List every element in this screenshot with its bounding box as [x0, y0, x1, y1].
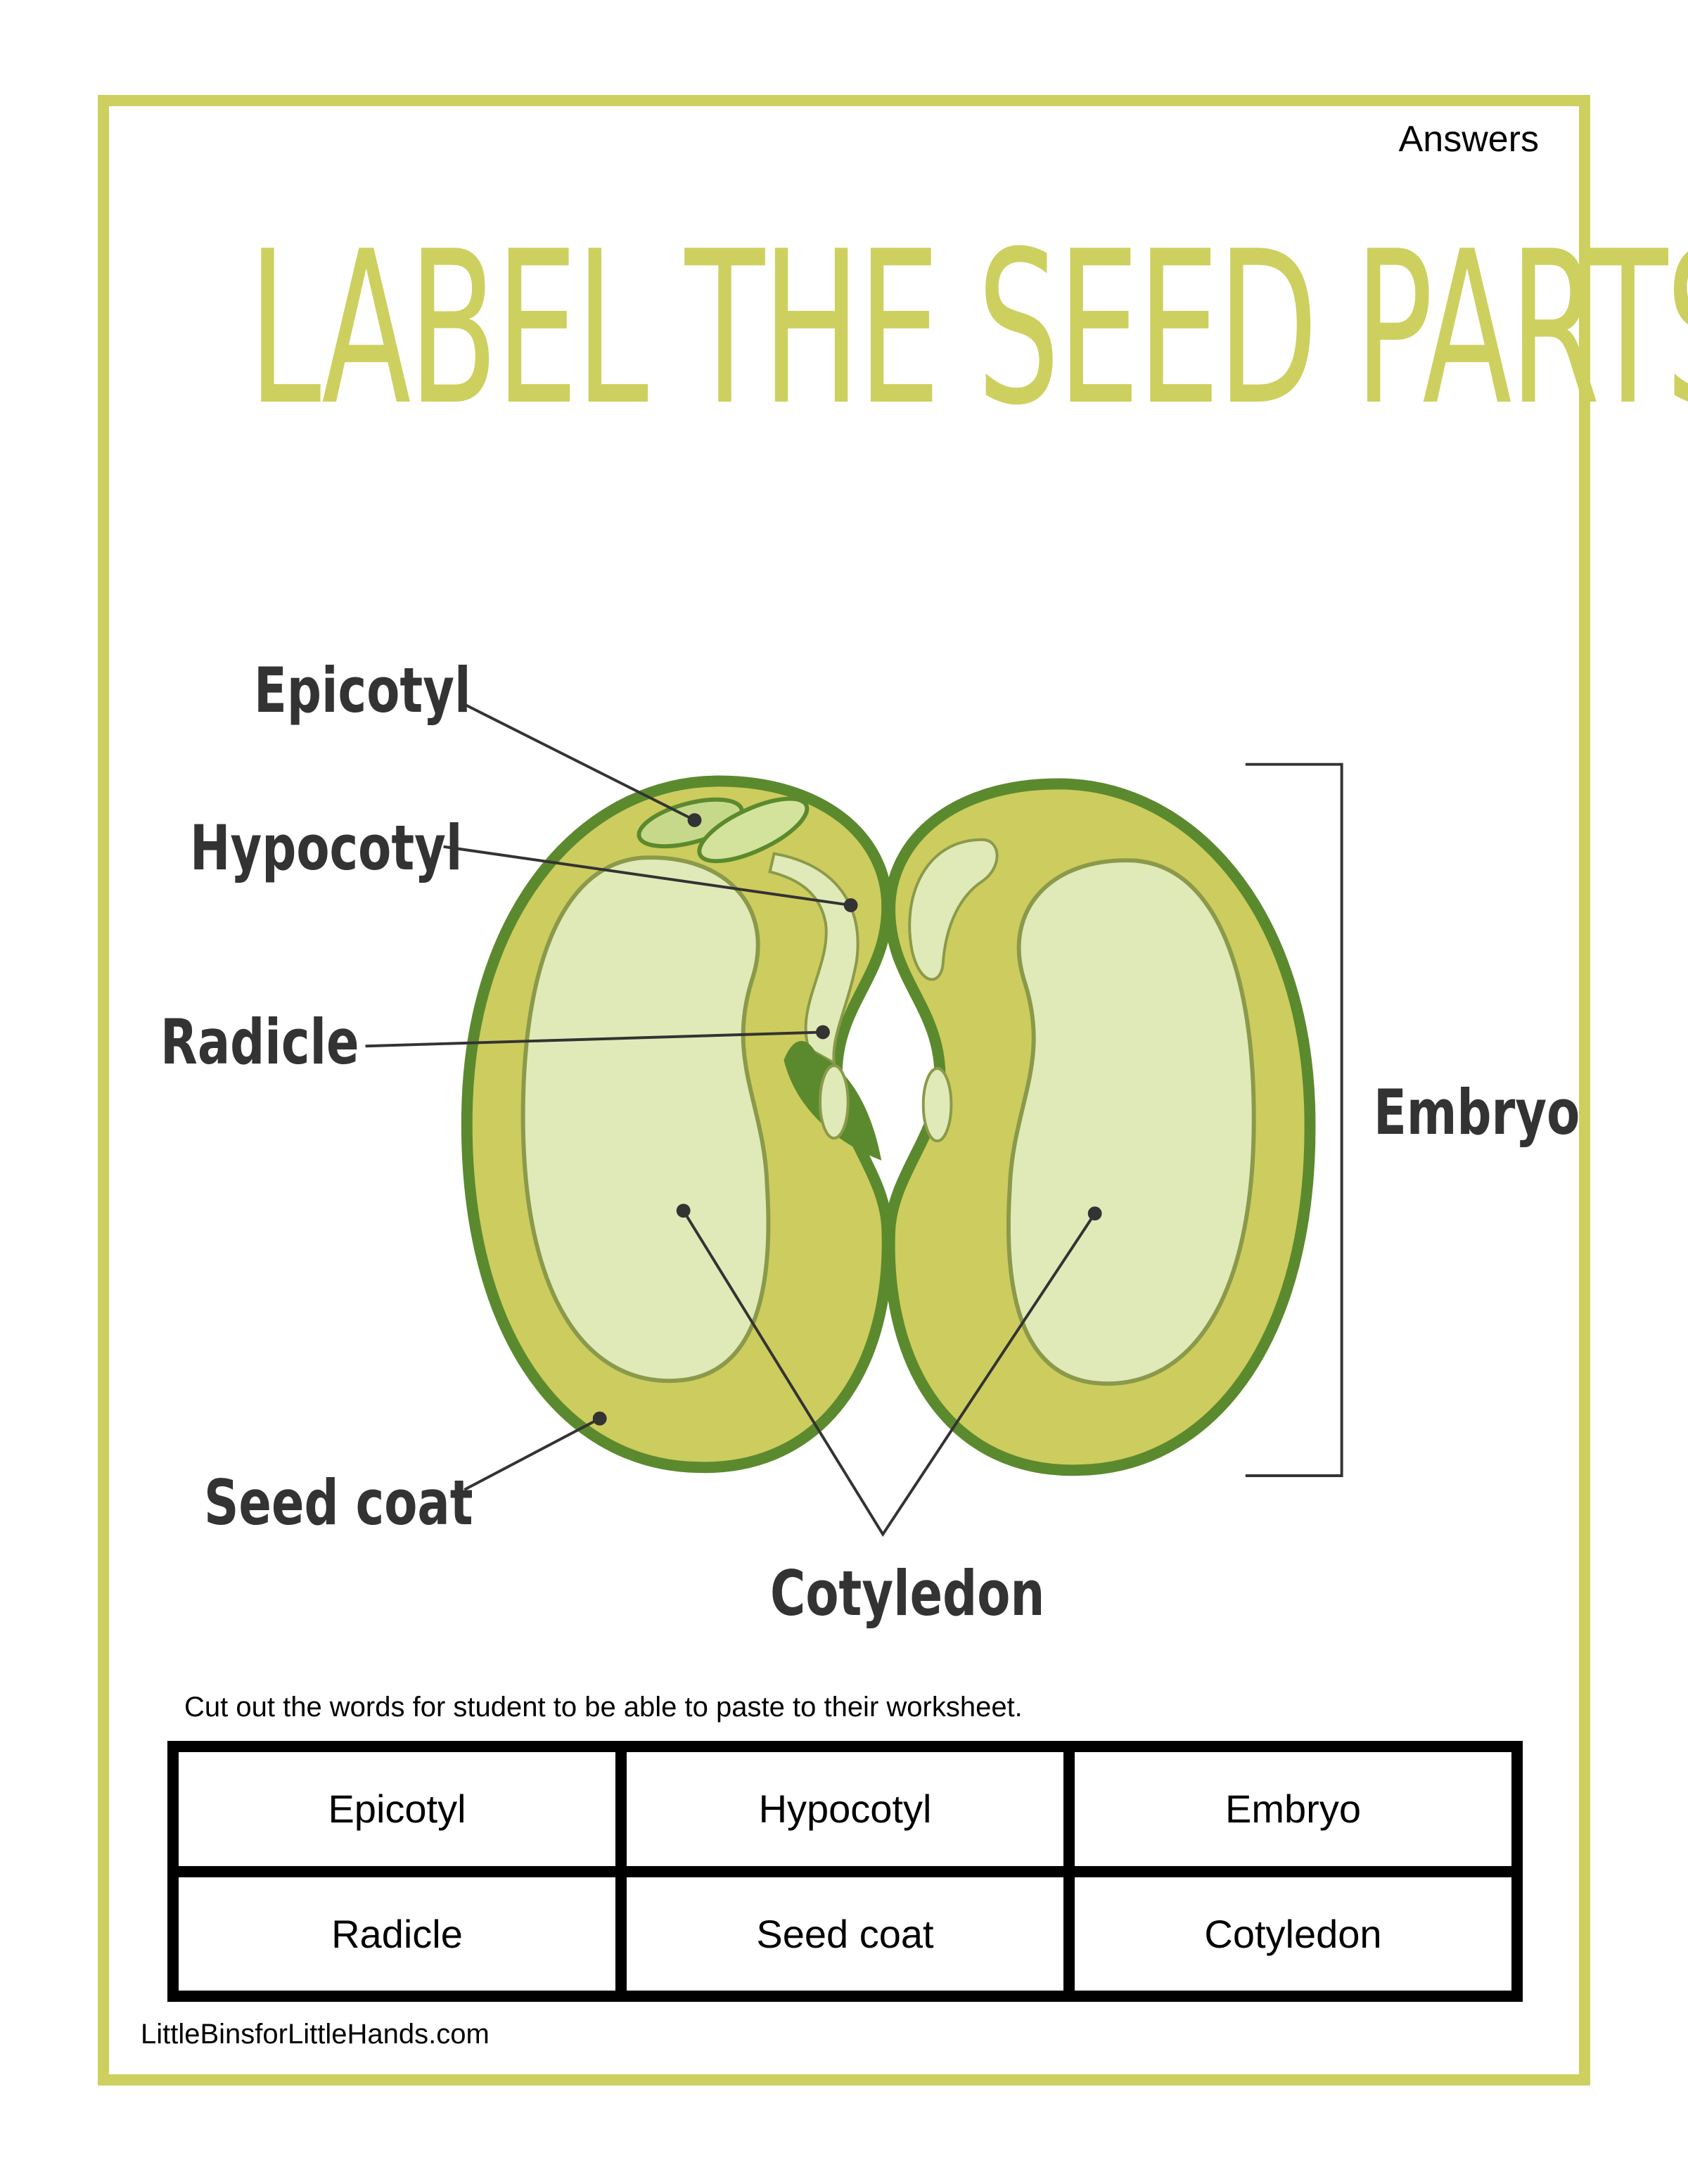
- label-cotyledon: Cotyledon: [770, 1557, 1045, 1630]
- leaf-icon: [697, 796, 810, 864]
- label-embryo: Embryo: [1374, 1076, 1580, 1149]
- pointer-dots: [592, 813, 1102, 1426]
- cotyledon-left: [520, 855, 771, 1384]
- label-radicle: Radicle: [160, 1006, 359, 1078]
- page-border: [98, 95, 1590, 2086]
- label-hypocotyl: Hypocotyl: [190, 812, 463, 884]
- word-card: Hypocotyl: [627, 1752, 1063, 1866]
- plumule-blob-right: [921, 1066, 953, 1143]
- footer-website: LittleBinsforLittleHands.com: [141, 2019, 490, 2050]
- word-card: Embryo: [1075, 1752, 1511, 1866]
- word-card: Seed coat: [627, 1877, 1063, 1991]
- leader-lines: [365, 703, 1343, 1537]
- answers-label: Answers: [1398, 119, 1539, 160]
- cotyledon-right: [1006, 858, 1256, 1386]
- left-seed-half: [461, 775, 893, 1474]
- cavity-right: [908, 838, 999, 981]
- word-card: Cotyledon: [1075, 1877, 1511, 1991]
- right-seed-half: [883, 778, 1316, 1476]
- word-card: Epicotyl: [179, 1752, 615, 1866]
- word-card: Radicle: [179, 1877, 615, 1991]
- word-cards-table: Epicotyl Hypocotyl Embryo Radicle Seed c…: [167, 1741, 1523, 2002]
- instructions: Cut out the words for student to be able…: [184, 1692, 1023, 1723]
- label-seed-coat: Seed coat: [204, 1467, 473, 1539]
- label-epicotyl: Epicotyl: [254, 654, 471, 727]
- plumule-blob: [819, 1064, 850, 1140]
